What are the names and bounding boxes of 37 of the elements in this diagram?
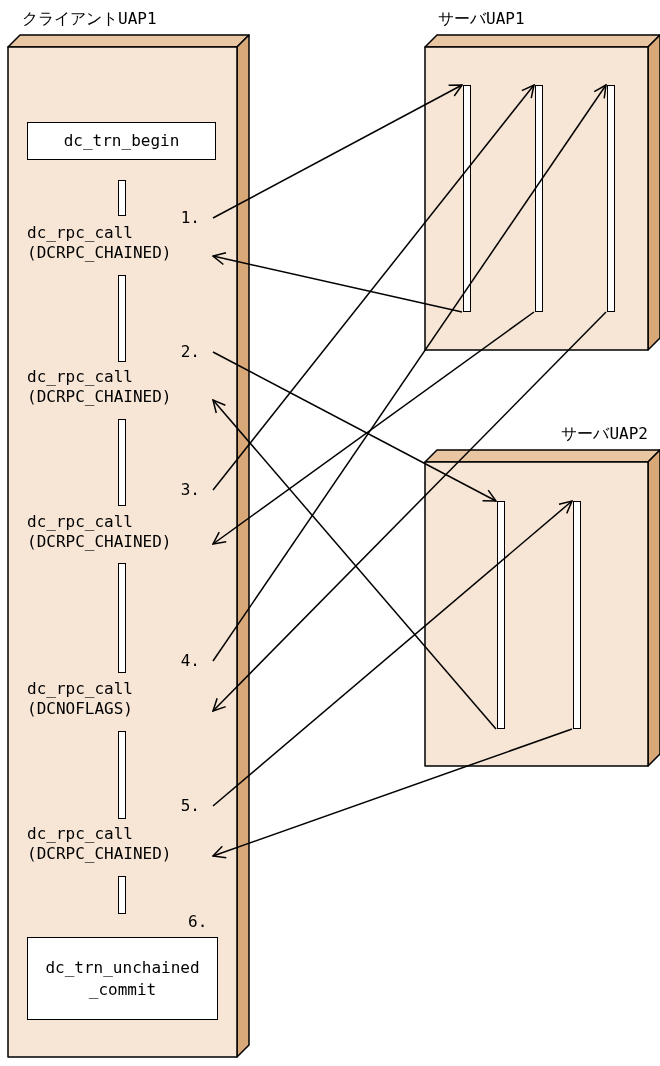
function-call: dc_rpc_call (DCNOFLAGS) [27,679,134,719]
step-number: 6. [188,912,208,932]
step-number: 4. [180,651,200,671]
block-title: クライアントUAP1 [22,9,157,29]
function-call: dc_rpc_call (DCRPC_CHAINED) [27,824,173,864]
block-title: サーバUAP2 [561,424,648,444]
arrow [212,252,463,313]
activation-bar [497,501,505,729]
arrow [212,84,463,219]
step-number: 3. [180,480,200,500]
activation-bar [118,180,126,216]
step-number: 2. [180,342,200,362]
activation-bar [463,85,471,312]
function-call: dc_rpc_call (DCRPC_CHAINED) [27,512,173,552]
activation-bar [118,563,126,673]
arrow [212,84,535,491]
block-title: サーバUAP1 [438,9,525,29]
arrow [212,311,607,712]
activation-bar [118,876,126,914]
activation-bar [118,275,126,362]
arrow [212,399,497,730]
arrow [212,500,573,807]
activation-bar [535,85,543,312]
step-number: 5. [180,796,200,816]
step-number: 1. [180,208,200,228]
activation-bar [607,85,615,312]
function-call: dc_rpc_call (DCRPC_CHAINED) [27,223,173,263]
arrow [212,84,607,662]
arrow [212,728,573,859]
activation-bar [118,731,126,819]
arrow [212,351,497,502]
function-box: dc_trn_begin [27,122,216,160]
arrow [212,311,535,545]
function-box: dc_trn_unchained _commit [27,937,218,1020]
activation-bar [118,419,126,506]
activation-bar [573,501,581,729]
function-call: dc_rpc_call (DCRPC_CHAINED) [27,367,173,407]
